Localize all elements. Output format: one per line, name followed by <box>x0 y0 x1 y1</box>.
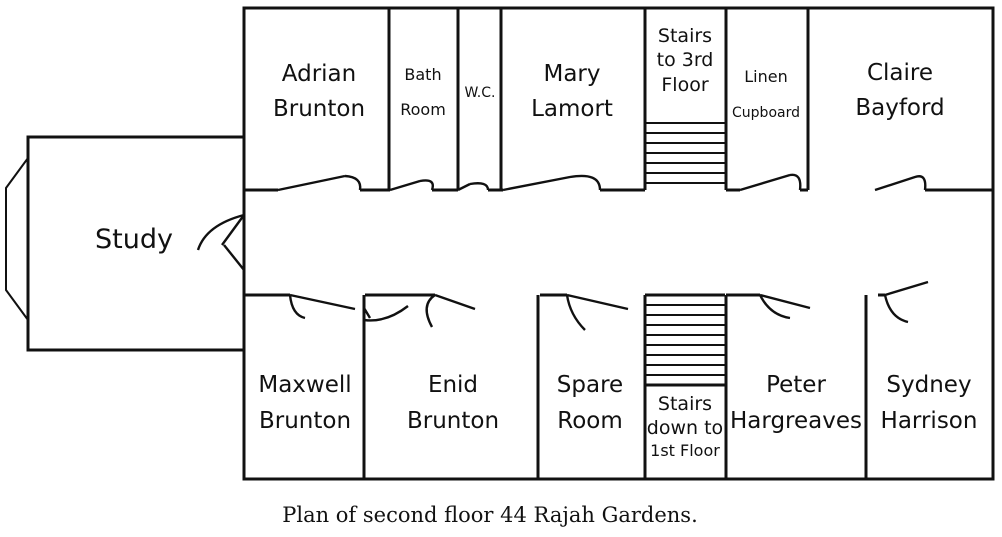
room-study: Study <box>95 224 173 255</box>
room-maxwell-line1: Maxwell <box>258 372 351 398</box>
room-sydney-line2: Harrison <box>881 408 978 434</box>
stairs-down-line3: 1st Floor <box>650 441 720 460</box>
linen-line2: Cupboard <box>732 105 800 121</box>
stairs-down-line1: Stairs <box>658 393 712 415</box>
room-claire-line2: Bayford <box>855 95 944 121</box>
stairs-up-line3: Floor <box>661 74 708 96</box>
room-maxwell-line2: Brunton <box>259 408 351 434</box>
doors-top <box>277 173 927 192</box>
plan-caption: Plan of second floor 44 Rajah Gardens. <box>282 503 698 527</box>
building-outline <box>242 6 995 481</box>
room-peter-line2: Hargreaves <box>730 408 862 434</box>
doors-bottom <box>196 213 929 331</box>
room-mary-line2: Lamort <box>531 96 613 122</box>
room-wc: W.C. <box>465 85 496 101</box>
linen-line1: Linen <box>744 67 787 86</box>
room-enid-line2: Brunton <box>407 408 499 434</box>
stairs-up-line2: to 3rd <box>657 49 714 71</box>
room-sydney-line1: Sydney <box>886 372 971 398</box>
room-spare-line2: Room <box>557 408 623 434</box>
room-enid-line1: Enid <box>428 372 478 398</box>
room-claire-line1: Claire <box>867 60 933 86</box>
room-spare-line1: Spare <box>557 372 623 398</box>
room-bath-line2: Room <box>400 100 446 119</box>
stairs-down-treads <box>645 304 726 387</box>
bay-window <box>5 157 29 321</box>
stairs-down-line2: down to <box>647 417 723 439</box>
stairs-up-treads <box>645 122 726 184</box>
room-adrian-line1: Adrian <box>282 61 356 87</box>
room-peter-line1: Peter <box>766 372 826 398</box>
room-adrian-line2: Brunton <box>273 96 365 122</box>
room-mary-line1: Mary <box>543 61 600 87</box>
room-bath-line1: Bath <box>404 65 441 84</box>
stairs-up-line1: Stairs <box>658 25 712 47</box>
